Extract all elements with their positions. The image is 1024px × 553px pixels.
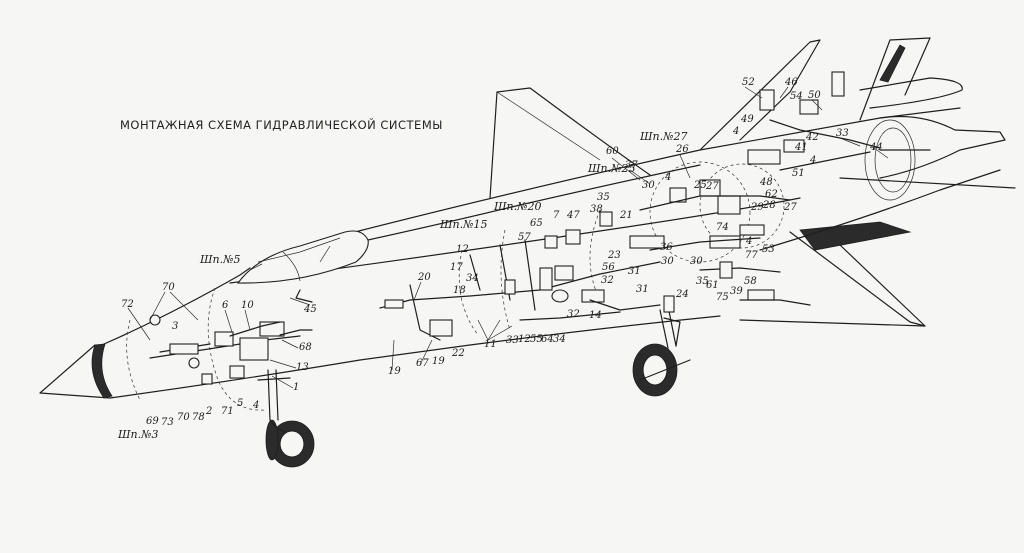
callout-number: 48 — [759, 177, 773, 188]
callout-number: 36 — [660, 242, 673, 253]
callout-number: 54 — [790, 91, 803, 102]
frame-label: Шп.№20 — [493, 200, 542, 213]
callout-number: 52 — [742, 77, 755, 88]
callout-number: 4 — [664, 172, 671, 183]
callout-number: 31 — [636, 284, 649, 295]
callout-number: 24 — [675, 289, 689, 300]
callout-number: 61 — [706, 280, 719, 291]
frame-label: Шп.№5 — [199, 253, 241, 266]
callout-number: 31 — [628, 266, 641, 277]
frame-label: Шп.№3 — [117, 428, 159, 441]
callout-number: 4 — [252, 400, 259, 411]
callout-number: 47 — [566, 210, 580, 221]
callout-number: 27 — [783, 202, 797, 213]
callout-number: 58 — [744, 276, 757, 287]
callout-number: 19 — [432, 356, 445, 367]
callout-number: 70 — [177, 412, 190, 423]
callout-number: 53 — [762, 244, 775, 255]
callout-number: 71 — [221, 406, 234, 417]
callout-number: 32 — [567, 309, 580, 320]
callout-number: 3 — [172, 321, 178, 332]
callout-number: 46 — [784, 77, 798, 88]
callout-number: 4 — [732, 126, 739, 137]
callout-number: 74 — [716, 222, 729, 233]
callout-number: 13 — [296, 362, 309, 373]
hydraulic-lines — [149, 71, 931, 385]
callout-number: 34 — [466, 273, 479, 284]
callout-number: 4 — [745, 236, 752, 247]
callout-number: 77 — [745, 250, 758, 261]
callout-number: 55 — [530, 334, 543, 345]
callout-number: 72 — [121, 299, 134, 310]
frame-label: Шп.№15 — [439, 218, 488, 231]
callout-number: 37 — [625, 160, 638, 171]
callout-number: 11 — [484, 339, 497, 350]
callout-number: 44 — [869, 142, 883, 153]
callout-number: 29 — [750, 202, 764, 213]
callout-number: 68 — [299, 342, 312, 353]
callout-number: 56 — [602, 262, 615, 273]
callout-number: 14 — [589, 310, 602, 321]
callout-number: 4 — [809, 155, 816, 166]
callout-number: 26 — [675, 144, 689, 155]
callout-number: 30 — [642, 180, 655, 191]
callout-number: 21 — [619, 210, 633, 221]
callout-number: 27 — [705, 181, 719, 192]
callout-number: 28 — [762, 200, 776, 211]
frame-label: Шп.№27 — [639, 130, 688, 143]
nose-landing-gear — [257, 369, 315, 468]
callout-number: 45 — [303, 304, 317, 315]
callout-number: 33 — [836, 128, 849, 139]
callout-number: 42 — [805, 132, 819, 143]
callout-number: 62 — [765, 189, 778, 200]
callout-number: 65 — [530, 218, 543, 229]
callout-number: 49 — [740, 114, 754, 125]
callout-number: 22 — [451, 348, 465, 359]
callout-number: 41 — [794, 142, 808, 153]
callout-number: 73 — [161, 417, 174, 428]
fuselage — [39, 37, 1016, 399]
callout-number: 32 — [601, 275, 614, 286]
callout-number: 17 — [450, 262, 463, 273]
callout-number: 33 — [506, 335, 519, 346]
callout-number: 7 — [553, 210, 560, 221]
callout-number: 57 — [518, 232, 531, 243]
diagram-title: МОНТАЖНАЯ СХЕМА ГИДРАВЛИЧЕСКОЙ СИСТЕМЫ — [120, 118, 443, 132]
callout-number: 6 — [222, 300, 229, 311]
callout-number: 70 — [162, 282, 175, 293]
callout-number: 78 — [192, 412, 205, 423]
leader-lines — [127, 86, 889, 389]
callout-number: 25 — [693, 180, 707, 191]
callout-number: 12 — [456, 244, 469, 255]
callout-number: 50 — [808, 90, 821, 101]
frame-labels: Шп.№3 Шп.№5 Шп.№15 Шп.№20 Шп.№25 Шп.№27 — [117, 130, 688, 441]
callout-number: 5 — [237, 398, 243, 409]
callout-number: 30 — [661, 256, 674, 267]
callout-number: 67 — [416, 358, 429, 369]
callout-number: 10 — [241, 300, 254, 311]
callout-number: 38 — [590, 204, 603, 215]
callout-number: 64 — [541, 334, 554, 345]
callout-number: 35 — [597, 192, 610, 203]
callout-number: 39 — [730, 286, 743, 297]
callout-number: 69 — [146, 416, 159, 427]
callout-number: 30 — [690, 256, 703, 267]
callout-number: 75 — [716, 292, 729, 303]
main-landing-gear — [632, 295, 691, 397]
callout-number: 2 — [205, 406, 212, 417]
callout-number: 12 — [518, 334, 531, 345]
callouts: 72 70 3 6 10 45 68 13 1 4 71 5 2 78 70 7… — [121, 77, 883, 428]
callout-number: 19 — [388, 366, 401, 377]
callout-number: 51 — [792, 168, 805, 179]
callout-number: 34 — [553, 334, 566, 345]
callout-number: 35 — [696, 276, 709, 287]
callout-number: 60 — [606, 146, 619, 157]
frame-label: Шп.№25 — [587, 162, 636, 175]
callout-number: 18 — [453, 285, 466, 296]
callout-number: 1 — [293, 382, 299, 393]
callout-number: 20 — [417, 272, 431, 283]
callout-number: 23 — [607, 250, 621, 261]
